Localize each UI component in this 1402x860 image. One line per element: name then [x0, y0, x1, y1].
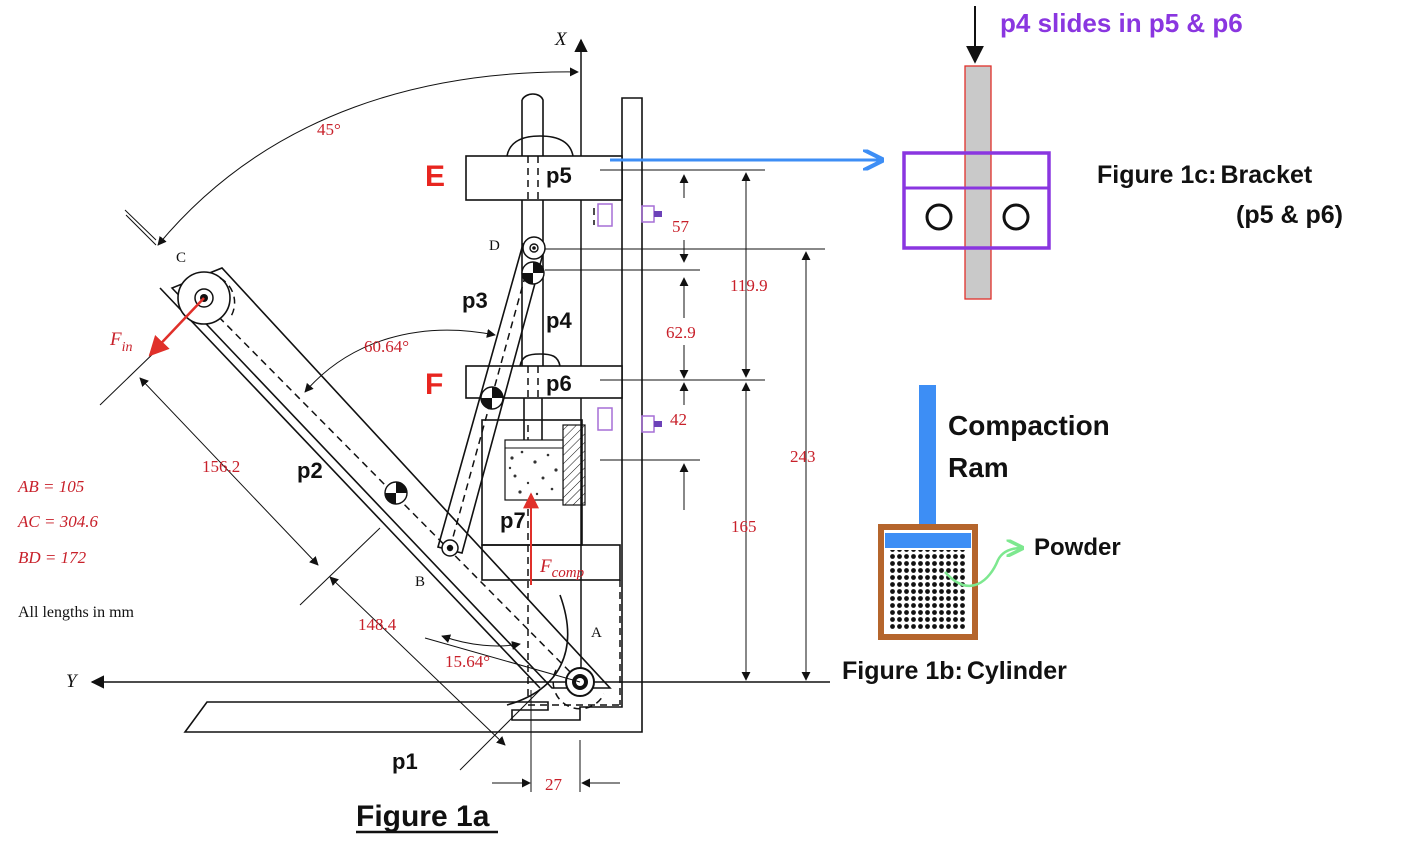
axis-x-label: X [554, 29, 568, 50]
figure-1a-title: Figure 1a [356, 800, 490, 833]
dim-57-label: 57 [672, 217, 690, 236]
force-in-label: Fin [109, 329, 133, 355]
bracket-body [902, 151, 1051, 250]
dim-156-label: 156.2 [202, 457, 240, 476]
powder-fill [890, 550, 967, 630]
angle-45-label: 45° [317, 120, 341, 139]
point-d-label: D [489, 238, 500, 254]
figure-1c-caption: Figure 1c:Bracket [1097, 161, 1313, 189]
dim-62-label: 62.9 [666, 323, 696, 342]
angle-15-label: 15.64° [445, 652, 490, 671]
angle-arc-15 [441, 634, 521, 650]
figure-1a: X Y [17, 29, 830, 834]
bracket-hole-right [1002, 203, 1030, 231]
angle-arc-60 [304, 329, 496, 393]
point-c-label: C [176, 250, 186, 266]
figure-1b: Compaction Ram Powder Figure 1b:Cylinder [842, 385, 1121, 685]
ram-label-line1: Compaction [948, 410, 1110, 441]
angle-60-label: 60.64° [364, 337, 409, 356]
dimension-27 [492, 690, 620, 792]
label-f: F [425, 368, 443, 401]
axis-y-label: Y [66, 671, 79, 692]
dim-243-label: 243 [790, 447, 816, 466]
force-in-arrow [148, 297, 205, 357]
angle-arc-45 [157, 67, 579, 246]
length-note: All lengths in mm [18, 604, 135, 621]
pivot-support [506, 594, 569, 706]
bracket-rod [964, 65, 992, 300]
force-comp-label: Fcomp [539, 556, 585, 581]
length-ab: AB = 105 [17, 477, 84, 496]
figure-1c-caption-2: (p5 & p6) [1236, 201, 1343, 229]
slide-note: p4 slides in p5 & p6 [1000, 8, 1243, 38]
length-bd: BD = 172 [18, 548, 87, 567]
dim-148-label: 148.4 [358, 615, 397, 634]
part-p4-label: p4 [546, 308, 572, 333]
part-p2-label: p2 [297, 458, 323, 483]
part-p5-label: p5 [546, 163, 572, 188]
part-p1-label: p1 [392, 749, 418, 774]
base-p1 [183, 97, 643, 733]
figure-1c: p4 slides in p5 & p6 Figure 1c:Bracket (… [610, 6, 1343, 300]
die-chamber [481, 419, 621, 581]
dim-42-label: 42 [670, 410, 687, 429]
part-p6-label: p6 [546, 371, 572, 396]
dim-27-label: 27 [545, 775, 563, 794]
part-p7-label: p7 [500, 508, 526, 533]
dim-165-label: 165 [731, 517, 757, 536]
point-a-label: A [591, 625, 602, 641]
figure-1b-caption: Figure 1b:Cylinder [842, 657, 1067, 685]
part-p3-label: p3 [462, 288, 488, 313]
vertical-dimensions [545, 169, 825, 681]
ram-head [885, 533, 971, 548]
powder-pointer [944, 548, 1022, 587]
bracket-hole-left [925, 203, 953, 231]
ram-shaft [919, 385, 936, 535]
ram-label-line2: Ram [948, 452, 1009, 483]
powder-label: Powder [1034, 534, 1121, 561]
point-b-label: B [415, 574, 425, 590]
length-ac: AC = 304.6 [17, 512, 98, 531]
center-of-mass-markers [384, 261, 545, 505]
label-e: E [425, 160, 445, 193]
dim-119-label: 119.9 [730, 276, 768, 295]
